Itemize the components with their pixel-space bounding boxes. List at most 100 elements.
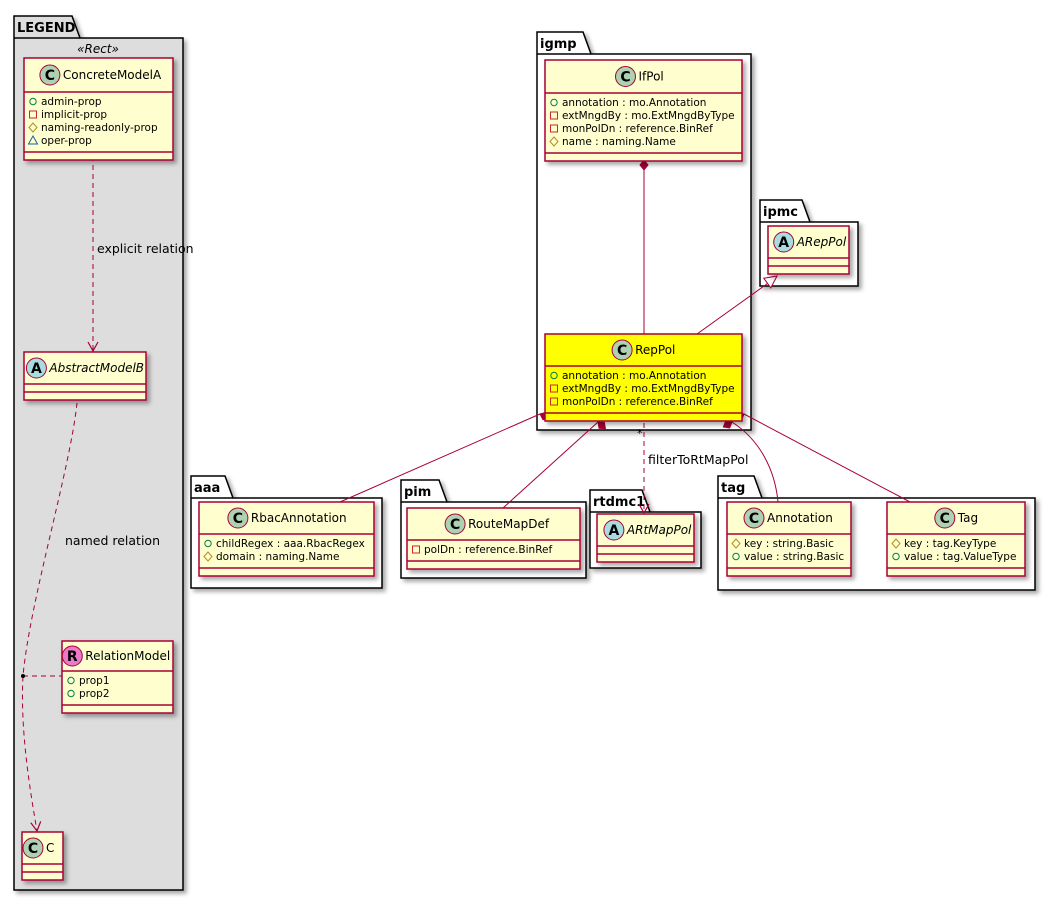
class-icon: C	[22, 837, 44, 859]
reppol-arepol-inheritance	[696, 280, 772, 335]
class-abstractb[interactable]: AbstractModelB A	[23, 351, 147, 401]
icon-letter: A	[608, 523, 619, 539]
class-attribute: polDn : reference.BinRef	[424, 544, 552, 556]
package-name: aaa	[194, 481, 220, 496]
class-c[interactable]: CC	[21, 831, 64, 881]
reppol-routemap-composition	[502, 421, 599, 509]
class-attribute: value : tag.ValueType	[904, 551, 1016, 563]
class-artmap[interactable]: ARtMapPol A	[596, 513, 695, 563]
icon-letter: C	[620, 70, 630, 86]
class-icon: C	[934, 507, 956, 529]
arrowhead-icon	[30, 821, 42, 833]
class-attribute: extMngdBy : mo.ExtMngdByType	[562, 383, 735, 395]
class-name: C	[46, 841, 54, 855]
arrowhead-icon	[87, 341, 99, 353]
arrowhead-icon	[638, 503, 650, 515]
abstract-icon: A	[25, 357, 47, 379]
class-name: RepPol	[635, 343, 675, 357]
icon-letter: C	[45, 68, 55, 84]
protected-visibility-icon	[891, 538, 901, 549]
class-attribute: annotation : mo.Annotation	[562, 370, 706, 382]
class-name: AbstractModelB	[48, 361, 144, 375]
class-attribute: naming-readonly-prop	[41, 122, 158, 134]
icon-letter: C	[450, 517, 460, 533]
private-visibility-icon	[550, 111, 558, 120]
class-attribute: childRegex : aaa.RbacRegex	[216, 538, 365, 550]
class-icon: C	[39, 64, 61, 86]
inheritance-triangle-icon	[762, 275, 778, 289]
class-attribute: prop2	[79, 688, 110, 700]
class-attribute: prop1	[79, 675, 110, 687]
class-concrete[interactable]: ConcreteModelACadmin-propimplicit-propna…	[23, 57, 174, 161]
class-attribute: key : string.Basic	[744, 538, 834, 550]
legend-stereotype: «Rect»	[77, 42, 119, 56]
composition-diamond-icon	[639, 159, 649, 171]
package-name: rtdmc1	[593, 495, 645, 510]
public-visibility-icon	[67, 689, 75, 698]
icon-letter: C	[617, 343, 627, 359]
class-name: RouteMapDef	[468, 517, 550, 531]
class-icon: C	[227, 507, 249, 529]
public-visibility-icon	[732, 552, 740, 561]
filter-multiplicity-label: *	[637, 427, 643, 440]
private-visibility-icon	[29, 110, 37, 119]
package-name: ipmc	[763, 205, 798, 220]
private-visibility-icon	[550, 124, 558, 133]
relation-icon: R	[61, 645, 83, 667]
icon-letter: C	[749, 511, 759, 527]
class-attribute: implicit-prop	[41, 109, 107, 121]
abstract-icon: A	[603, 519, 625, 541]
package-name: tag	[721, 481, 745, 496]
icon-letter: C	[233, 511, 243, 527]
public-visibility-icon	[550, 98, 558, 107]
icon-letter: A	[31, 361, 42, 377]
class-attribute: extMngdBy : mo.ExtMngdByType	[562, 110, 735, 122]
class-name: IfPol	[639, 70, 664, 84]
class-icon: C	[611, 339, 633, 361]
named-relation-edge	[21, 402, 78, 832]
association-dot-icon	[21, 674, 25, 678]
public-visibility-icon	[29, 97, 37, 106]
class-arepol[interactable]: ARepPol A	[767, 225, 850, 275]
class-icon: C	[444, 513, 466, 535]
public-visibility-icon	[204, 539, 212, 548]
class-icon: C	[615, 66, 636, 87]
class-attribute: admin-prop	[41, 96, 102, 108]
class-name: Annotation	[767, 511, 833, 525]
icon-letter: A	[778, 235, 789, 251]
filter-relation-label: filterToRtMapPol	[648, 452, 748, 467]
public-visibility-icon	[67, 676, 75, 685]
package-name: igmp	[540, 37, 577, 52]
explicit-relation-label: explicit relation	[97, 241, 194, 256]
class-attribute: oper-prop	[41, 135, 92, 147]
class-name: ARepPol	[796, 235, 847, 249]
package-name: LEGEND	[17, 21, 76, 36]
class-attribute: monPolDn : reference.BinRef	[562, 123, 713, 135]
package-visibility-icon	[27, 134, 39, 145]
protected-visibility-icon	[549, 136, 559, 147]
named-relation-label: named relation	[65, 533, 160, 548]
class-name: ARtMapPol	[626, 523, 692, 537]
class-attribute: domain : naming.Name	[216, 551, 339, 563]
icon-letter: C	[28, 841, 38, 857]
class-icon: C	[743, 507, 765, 529]
reppol-tag-composition	[743, 413, 911, 503]
class-name: RbacAnnotation	[251, 511, 347, 525]
class-attribute: annotation : mo.Annotation	[562, 97, 706, 109]
icon-letter: R	[67, 649, 78, 665]
abstract-icon: A	[773, 231, 795, 253]
class-name: RelationModel	[85, 649, 170, 663]
class-name: Tag	[957, 511, 978, 525]
class-attribute: name : naming.Name	[562, 136, 676, 148]
composition-diamond-icon	[597, 421, 607, 430]
public-visibility-icon	[892, 552, 900, 561]
package-name: pim	[404, 485, 431, 500]
